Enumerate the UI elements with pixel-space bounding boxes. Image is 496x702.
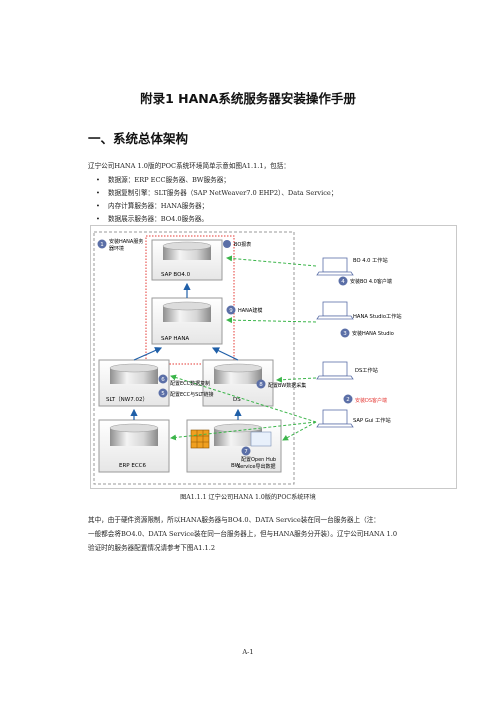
svg-text:2: 2 — [346, 397, 350, 403]
hana-server-label: SAP HANA — [161, 336, 189, 342]
step-badge-4: 4 安装BO 4.0客户端 — [338, 276, 392, 286]
page-title: 附录1 HANA系统服务器安装操作手册 — [140, 91, 356, 106]
step-1-text-line2: 器环境 — [109, 245, 124, 252]
step-badge-6: 6 配置ECC数据复制 — [158, 374, 210, 387]
ds-client-arrow — [276, 376, 317, 383]
step-8-text: 配置BW数据采集 — [268, 382, 306, 389]
step-badge-7: 7 配置Open Hub Service导出数据 — [237, 446, 276, 470]
step-9-text: HANA建模 — [238, 307, 262, 314]
slt-to-hana-arrow — [133, 347, 163, 361]
ds-server-label: DS — [233, 397, 241, 403]
section-heading: 一、系统总体架构 — [88, 131, 189, 146]
gui-to-slt-arrow — [170, 374, 317, 423]
bo-workstation-label: BO 4.0 工作站 — [353, 256, 388, 264]
laptop-icon-hana — [316, 301, 354, 320]
step-badge-9: 9 HANA建模 — [226, 305, 262, 315]
svg-text:1: 1 — [100, 242, 104, 248]
laptop-icon-gui — [316, 409, 354, 428]
ds-workstation-label: DS工作站 — [355, 366, 378, 374]
svg-text:8: 8 — [259, 382, 263, 388]
step-3-text: 安装HANA Studio — [352, 330, 394, 337]
architecture-diagram: SAP BO4.0 SAP HANA SLT（NW7.02） DS — [90, 225, 457, 489]
erp-server: ERP ECC6 — [98, 419, 170, 473]
bw-cube-icon — [190, 429, 210, 449]
slt-server: SLT（NW7.02） — [98, 359, 170, 407]
step-badge-3: 3 安装HANA Studio — [340, 328, 394, 338]
svg-text:7: 7 — [244, 449, 248, 455]
svg-text:6: 6 — [161, 377, 165, 383]
bo-server-label: SAP BO4.0 — [161, 272, 191, 278]
bullet-item: •数据源：ERP ECC服务器、BW服务器； — [96, 176, 230, 184]
step-6-text: 配置ECC数据复制 — [170, 380, 210, 387]
bullet-item: •内存计算服务器：HANA服务器； — [96, 202, 209, 210]
bw-server-label: BW — [231, 463, 241, 469]
paragraph-line: 验证时的服务器配置情况请参考下图A1.1.2 — [88, 544, 216, 552]
hana-server: SAP HANA — [151, 297, 223, 345]
page-number: A-1 — [242, 648, 254, 656]
bo-client-arrow — [226, 255, 317, 267]
svg-text:5: 5 — [161, 391, 165, 397]
paragraph-line: 一般都会将BO4.0、DATA Service装在同一台服务器上，但与HANA服… — [88, 530, 398, 538]
bo-server: SAP BO4.0 — [151, 239, 223, 281]
step-7-text: 配置Open Hub — [241, 457, 276, 463]
svg-text:BO报表: BO报表 — [234, 241, 251, 248]
slt-server-label: SLT（NW7.02） — [106, 396, 148, 403]
laptop-icon-ds — [316, 361, 354, 380]
svg-text:3: 3 — [343, 331, 347, 337]
svg-text:9: 9 — [229, 308, 233, 314]
erp-server-label: ERP ECC6 — [119, 463, 147, 469]
step-badge-8: 8 配置BW数据采集 — [256, 379, 306, 389]
diagram-canvas: SAP BO4.0 SAP HANA SLT（NW7.02） DS — [93, 231, 402, 485]
paragraph-line: 其中，由于硬件资源限制，所以HANA服务器与BO4.0、DATA Service… — [88, 516, 380, 524]
ds-to-hana-arrow — [211, 347, 239, 361]
bullet-item: •数据复制引擎：SLT服务器（SAP NetWeaver7.0 EHP2）、Da… — [96, 189, 338, 197]
server-zone-border — [93, 231, 295, 485]
figure-caption: 图A1.1.1 辽宁公司HANA 1.0版的POC系统环境 — [180, 494, 316, 501]
step-badge-1: 1 安装HANA服务 器环境 — [97, 238, 143, 252]
gui-to-erp-arrow — [170, 421, 317, 441]
svg-text:4: 4 — [341, 279, 345, 285]
studio-arrow — [226, 317, 317, 324]
step-4-text: 安装BO 4.0客户端 — [350, 278, 392, 285]
hana-workstation-label: HANA Studio工作站 — [353, 312, 402, 320]
step-badge-5: 5 配置ECC与SLT链接 — [158, 388, 213, 398]
step-7-text-line2: Service导出数据 — [237, 463, 275, 470]
bullet-item: •数据展示服务器：BO4.0服务器。 — [96, 215, 208, 223]
step-badge-2: 2 安装DS客户端 — [343, 394, 387, 404]
document-icon — [250, 431, 272, 447]
gui-workstation-label: SAP Gui 工作站 — [353, 416, 391, 424]
laptop-icon-bo — [316, 257, 354, 276]
gui-to-bw-arrow — [282, 421, 317, 441]
intro-text: 辽宁公司HANA 1.0版的POC系统环境简单示意如图A1.1.1，包括： — [88, 162, 290, 170]
step-2-text: 安装DS客户端 — [355, 397, 387, 404]
step-1-text: 安装HANA服务 — [109, 238, 143, 245]
bo-report-label: BO报表 — [223, 240, 251, 248]
step-5-text: 配置ECC与SLT链接 — [170, 391, 213, 398]
